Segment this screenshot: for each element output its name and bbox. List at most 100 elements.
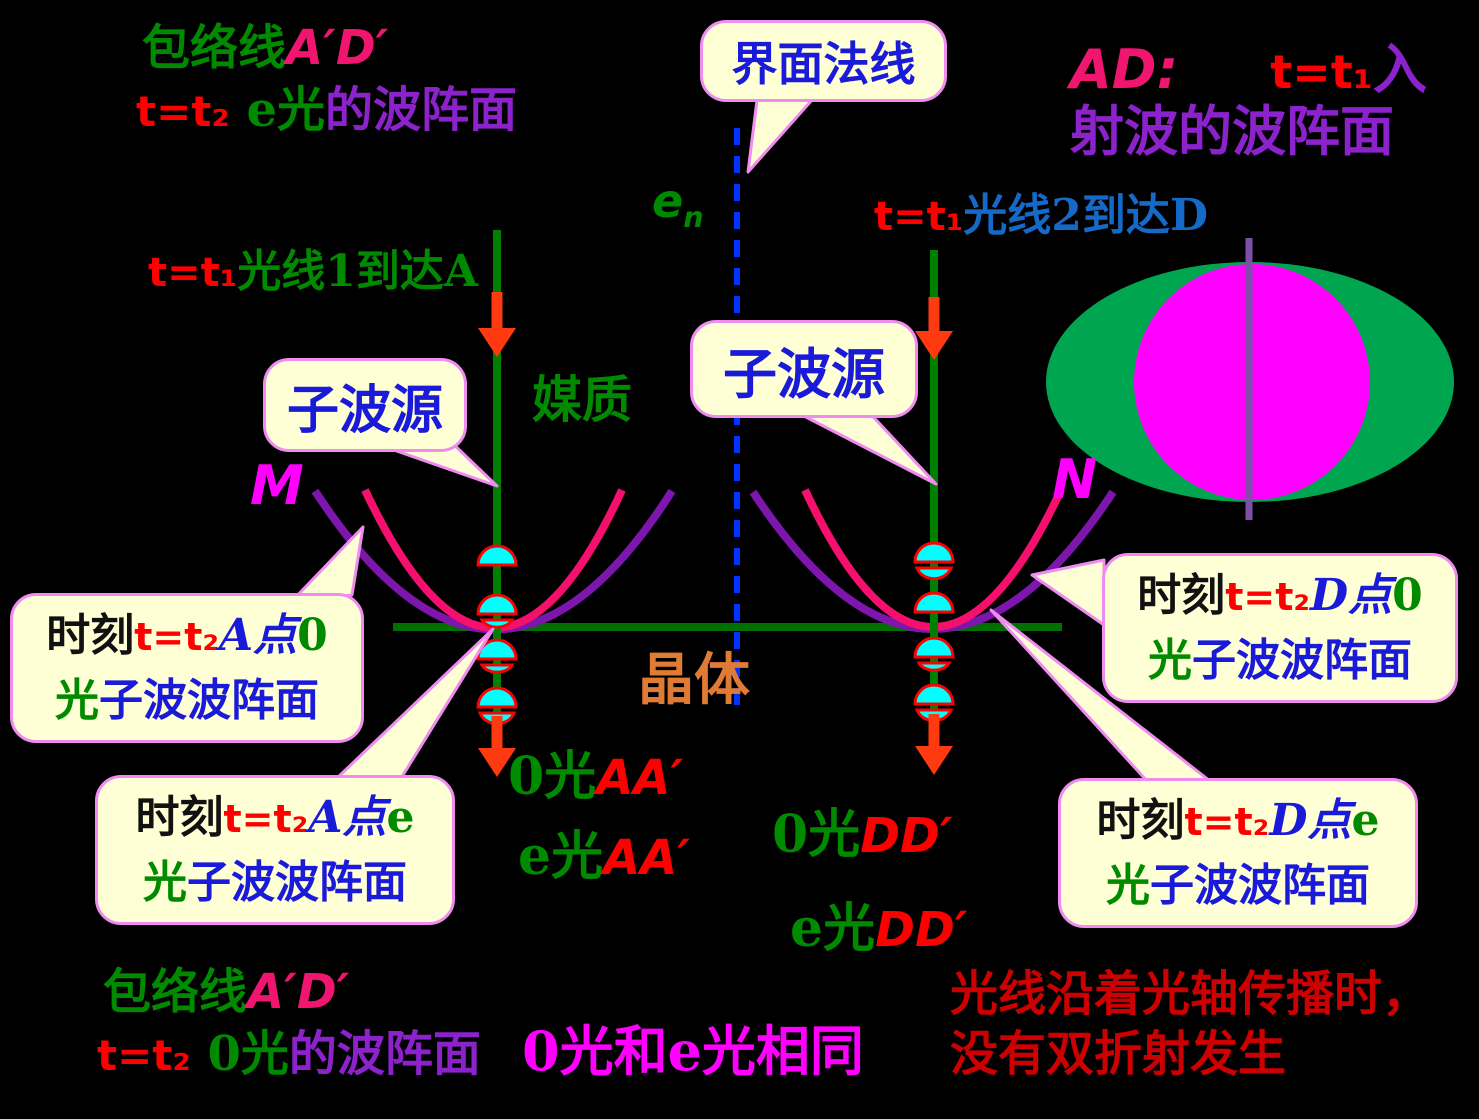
- top-left-wavefront-line: t=t₂ e光的波阵面: [136, 84, 517, 137]
- time-label: 时刻: [46, 609, 135, 661]
- envelope-word: 包络线: [142, 20, 287, 76]
- aa-points: AA′: [603, 830, 691, 886]
- wave-surfaces-figure: [1046, 238, 1454, 520]
- light-char: 光: [1148, 634, 1192, 686]
- callout-d0-tail: [1030, 558, 1106, 627]
- point-label: A点: [219, 609, 298, 661]
- wavefront-text: 子波波阵面: [187, 856, 407, 908]
- interface-normal-callout-label: 界面法线: [731, 37, 916, 91]
- point-label: D点: [1310, 569, 1393, 621]
- ray-type: e: [386, 791, 415, 843]
- wavelet-source-bead: [476, 544, 518, 567]
- wavefront-word: 的波阵面: [288, 1026, 481, 1082]
- callout-line: 时刻t=t₂A点0: [46, 604, 328, 669]
- ray-arrows: [478, 292, 953, 777]
- time-value: t=t₂: [136, 87, 230, 136]
- right-wavelet-sources: [913, 541, 955, 723]
- ray-type: 0: [1392, 569, 1423, 621]
- o-light-dd-label: 0光DD′: [772, 806, 953, 863]
- time-value: t=t₁: [1270, 45, 1373, 99]
- time-value: t=t₁: [148, 250, 238, 296]
- callout-line: 时刻t=t₂A点e: [136, 786, 415, 851]
- e-light-aa-label: e光AA′: [518, 828, 690, 885]
- ray2-text: 光线2到达D: [963, 190, 1209, 241]
- e-light: e光: [229, 82, 326, 138]
- time-value: t=t₂: [1184, 799, 1270, 844]
- time-label: 时刻: [1096, 794, 1185, 846]
- right-wavelet-callout-tail: [798, 405, 938, 486]
- wavelet-source-callout-right-label: 子波源: [723, 341, 885, 406]
- wavelet-source-bead: [476, 686, 518, 709]
- wavefront-text: 子波波阵面: [1150, 859, 1370, 911]
- callout-line: 时刻t=t₂D点e: [1097, 789, 1380, 854]
- ray-type: 0: [297, 609, 328, 661]
- m-point-label: M: [250, 454, 304, 517]
- bottom-left-envelope-title: 包络线A′D′: [103, 966, 349, 1019]
- ray1-text: 光线1到达A: [237, 246, 479, 297]
- same-wave-note: 0光和e光相同: [522, 1019, 864, 1083]
- top-right-wavefront-line: 射波的波阵面: [1070, 99, 1394, 163]
- time-value: t=t₂: [1225, 574, 1311, 619]
- wavelet-source-crescent: [479, 663, 515, 674]
- callout-d-point-e-wavefront: 时刻t=t₂D点e 光子波波阵面: [1058, 778, 1418, 928]
- time-value: t=t₁: [874, 194, 964, 240]
- wavelet-source-bead: [913, 591, 955, 614]
- dd-points: DD′: [860, 808, 953, 864]
- wavelet-source-bead: [476, 593, 518, 616]
- e-light: e光: [518, 826, 604, 887]
- envelope-points: A′D′: [247, 964, 350, 1020]
- crystal-label: 晶体: [638, 647, 750, 713]
- en-label: en: [652, 176, 704, 234]
- wavelet-source-callout-left: 子波源: [263, 358, 467, 452]
- envelope-points: A′D′: [286, 20, 389, 76]
- o-light: 0光: [508, 746, 597, 807]
- wavelet-source-bead: [913, 636, 955, 659]
- e-light: e光: [790, 898, 876, 959]
- n-point-label: N: [1052, 448, 1098, 511]
- wavelet-source-lower-half: [914, 566, 954, 581]
- wavelet-source-bead: [913, 541, 955, 564]
- wavelet-source-crescent: [916, 661, 952, 672]
- wavefront-text: 子波波阵面: [99, 674, 319, 726]
- callout-d-point-o-wavefront: 时刻t=t₂D点0 光子波波阵面: [1102, 553, 1458, 703]
- light-char: 光: [1106, 859, 1150, 911]
- callout-a0-tail: [290, 525, 365, 603]
- wavefront-text: 子波波阵面: [1192, 634, 1412, 686]
- ad-label: AD:: [1070, 38, 1179, 101]
- right-ray-arrowhead: [915, 331, 953, 360]
- time-label: 时刻: [135, 791, 224, 843]
- wavelet-source-crescent: [479, 618, 515, 629]
- time-value: t=t₂: [223, 796, 309, 841]
- time-value: t=t₂: [134, 614, 220, 659]
- o-light: 0光: [772, 804, 861, 865]
- ray1-label: t=t₁光线1到达A: [148, 246, 479, 297]
- bottom-left-wavefront-line: t=t₂ 0光的波阵面: [97, 1028, 481, 1081]
- time-value: t=t₂: [97, 1031, 191, 1080]
- wavelet-source-callout-left-label: 子波源: [286, 379, 443, 441]
- callout-a-point-e-wavefront: 时刻t=t₂A点e 光子波波阵面: [95, 775, 455, 925]
- callout-line: 光子波波阵面: [1148, 629, 1412, 693]
- right-ray-bottom-arrowhead: [915, 746, 953, 775]
- no-birefringence-note-line2: 没有双折射发生: [950, 1026, 1287, 1082]
- ray2-label: t=t₁光线2到达D: [874, 190, 1209, 241]
- envelope-word: 包络线: [103, 964, 248, 1020]
- e-subscript: n: [683, 201, 704, 235]
- interface-normal-callout: 界面法线: [700, 20, 947, 102]
- left-ray-arrowhead: [478, 328, 516, 357]
- left-ray-bottom-arrowhead: [478, 748, 516, 777]
- light-char: 光: [55, 674, 99, 726]
- incident-char: 入: [1372, 37, 1427, 101]
- wavefront-word: 的波阵面: [325, 82, 518, 138]
- light-char: 光: [143, 856, 187, 908]
- aa-points: AA′: [596, 750, 684, 806]
- callout-a-point-o-wavefront: 时刻t=t₂A点0 光子波波阵面: [10, 593, 364, 743]
- top-left-envelope-title: 包络线A′D′: [142, 22, 388, 75]
- callout-line: 时刻t=t₂D点0: [1137, 564, 1423, 629]
- callout-line: 光子波波阵面: [143, 851, 407, 915]
- left-wavelet-sources: [476, 544, 518, 726]
- top-right-ad-line: AD: t=t₁入: [1070, 37, 1427, 101]
- callout-line: 光子波波阵面: [1106, 854, 1370, 918]
- no-birefringence-note-line1: 光线沿着光轴传播时，: [950, 966, 1431, 1022]
